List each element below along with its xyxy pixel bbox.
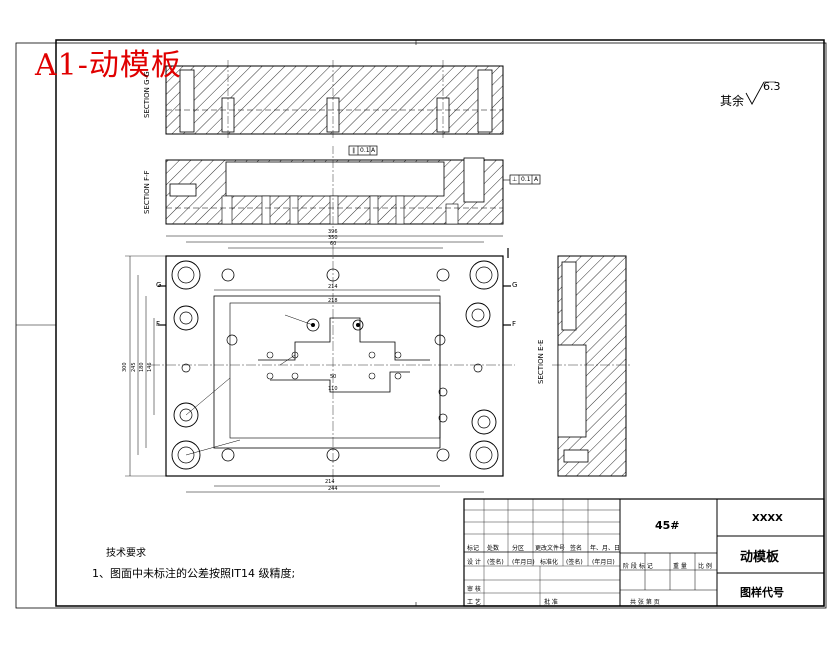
tb-approve-label: 批 准 — [544, 599, 558, 606]
tb-design-6: (年月日) — [592, 559, 615, 566]
part-name: 动模板 — [740, 550, 780, 565]
tolerance-value-1: 0.1 — [360, 147, 370, 154]
tb-process-label: 工 艺 — [467, 599, 481, 606]
tb-stage-label: 阶 段 标 记 — [623, 563, 653, 570]
tb-row-label-1: 标记 — [467, 545, 480, 552]
tb-design-2: (签名) — [487, 559, 504, 566]
dim-width-3: 60 — [330, 241, 337, 247]
drawing-number: XXXX — [752, 513, 783, 524]
tb-design-3: (年月日) — [512, 559, 535, 566]
tolerance-datum-2: A — [534, 176, 539, 183]
inner-frame — [55, 39, 825, 607]
notes-item-1: 1、图面中未标注的公差按照IT14 级精度; — [92, 567, 296, 580]
tb-design-1: 设 计 — [467, 559, 481, 566]
roughness-value: 6.3 — [763, 80, 781, 93]
dim-overall-width: 396 — [328, 229, 338, 235]
roughness-symbol — [745, 81, 765, 105]
dim-center-1: 50 — [330, 374, 337, 380]
tb-design-5: (签名) — [566, 559, 583, 566]
tb-row-label-5: 签名 — [570, 545, 583, 552]
section-label-g: SECTION G-G — [143, 71, 151, 118]
dim-center-2: 110 — [328, 386, 338, 392]
section-mark-g-right: G — [512, 281, 518, 289]
dim-height-3: 180 — [139, 362, 145, 372]
section-f-view — [165, 145, 541, 230]
plan-view — [125, 235, 515, 493]
tb-scale-label: 比 例 — [698, 563, 712, 570]
title-block — [463, 498, 825, 607]
outer-frame — [15, 42, 827, 609]
tb-weight-label: 重 量 — [673, 563, 687, 570]
drawing-title-stamp: A1-动模板 — [35, 48, 182, 83]
section-e-view — [552, 255, 632, 477]
section-mark-f-right: F — [512, 320, 517, 328]
tolerance-symbol-1: ∥ — [352, 147, 355, 154]
tb-sheet-info: 共 张 第 页 — [630, 599, 660, 606]
section-label-e: SECTION E-E — [537, 339, 545, 384]
dim-bottom-1: 214 — [325, 479, 335, 485]
dim-width-4: 214 — [328, 284, 338, 290]
tolerance-value-2: 0.1 — [521, 176, 531, 183]
tb-row-label-4: 更改文件号 — [535, 545, 566, 552]
dim-width-2: 350 — [328, 235, 338, 241]
dim-height-2: 245 — [131, 362, 137, 372]
section-mark-f-left: F — [156, 320, 161, 328]
dim-height-4: 146 — [147, 362, 153, 372]
section-g-view — [165, 60, 504, 140]
tb-row-label-6: 年、月、日 — [590, 545, 621, 552]
notes-heading: 技术要求 — [106, 548, 146, 559]
material-label: 45# — [655, 519, 680, 532]
dim-width-5: 218 — [328, 298, 338, 304]
tolerance-datum-1: A — [371, 147, 376, 154]
tb-row-label-3: 分区 — [512, 545, 525, 552]
tb-row-label-2: 处数 — [487, 545, 500, 552]
tolerance-symbol-2: ⊥ — [512, 176, 518, 183]
dim-height-1: 300 — [122, 362, 128, 372]
drawing-code-label: 图样代号 — [740, 586, 784, 599]
tb-design-4: 标准化 — [540, 559, 559, 566]
dim-bottom-2: 244 — [328, 486, 338, 492]
section-mark-g-left: G — [156, 281, 162, 289]
tb-review-label: 审 核 — [467, 586, 481, 593]
section-label-f: SECTION F-F — [143, 170, 151, 214]
roughness-prefix: 其余 — [720, 94, 745, 108]
